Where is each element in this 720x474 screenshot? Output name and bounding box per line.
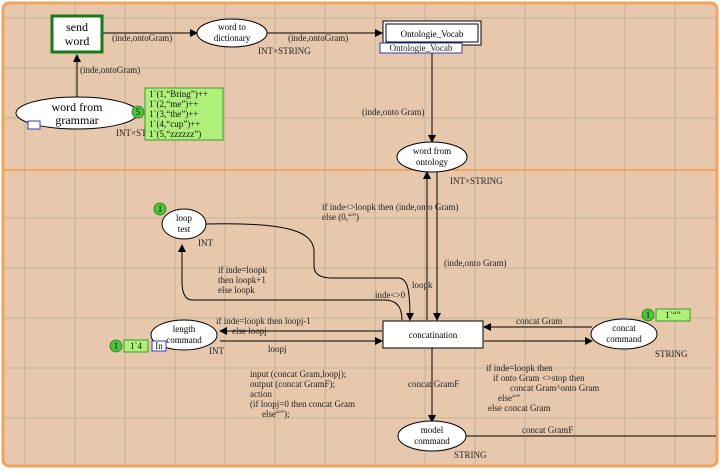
arc-label-dictionary-to-vocab: (inde,ontoGram) — [288, 33, 348, 43]
arc-label-model-out: concat GramF — [522, 425, 573, 435]
arc-label-concat-to-length: if inde=loopk then loopj-1 — [216, 316, 311, 326]
place-word-to-dictionary-line1: word to — [218, 22, 246, 32]
grammar-marking-line: 1`(5,“zzzzzz”) — [149, 129, 201, 139]
transition-ontologie-vocab-label: Ontologie_Vocab — [401, 29, 464, 39]
svg-text:5: 5 — [136, 107, 141, 117]
transition-send-word-line2: word — [65, 34, 90, 48]
subpage-tag — [379, 42, 463, 54]
place-word-from-grammar-line2: grammar — [55, 113, 98, 127]
place-word-to-dictionary-line2: dictionary — [214, 33, 251, 43]
arc-label-looptest-to-concat: loopk — [412, 280, 433, 290]
place-word-from-grammar-line1: word from — [52, 100, 104, 114]
transition-concatination[interactable]: concatination — [382, 320, 484, 349]
place-fusion-tag — [27, 120, 41, 130]
grammar-marking-line: 1`(3,“the”)++ — [149, 109, 198, 119]
code-segment: input (concat Gram,loopj); output (conca… — [250, 369, 355, 419]
arc-label-ontology-to-concat: (inde,onto Gram) — [444, 258, 506, 268]
token-count-concatcmd: 1 — [641, 308, 655, 322]
arc-label-concat-to-looptest: then loopk+1 — [218, 275, 266, 285]
arc-label-concat-to-concatcmd: else“” — [498, 393, 520, 403]
arc-label-concat-to-concatcmd: if inde=loopk then — [486, 363, 553, 373]
svg-text:1`4: 1`4 — [130, 341, 142, 351]
place-loop-test-line1: loop — [176, 213, 193, 223]
place-word-from-ontology[interactable]: word from ontology — [396, 141, 468, 173]
place-length-command-line2: command — [166, 335, 202, 345]
place-concat-command[interactable]: concat command — [590, 318, 658, 350]
grammar-marking-line: 1`(2,“me”)++ — [149, 99, 198, 109]
code-segment-line: (if loopj=0 then concat Gram — [250, 399, 355, 409]
place-model-command-type: STRING — [454, 450, 487, 460]
transition-concatination-label: concatination — [409, 330, 458, 340]
concatcmd-marking: 1`“” — [655, 308, 691, 322]
place-concat-command-line1: concat — [612, 323, 636, 333]
arc-label-concat-to-looptest: if inde=loopk — [218, 265, 267, 275]
place-word-from-ontology-type: INT×STRING — [450, 176, 503, 186]
place-length-command[interactable]: length command — [150, 319, 218, 351]
code-segment-line: input (concat Gram,loopj); — [250, 369, 346, 379]
arc-label-concat-to-ontology: if inde<>loopk then (inde,onto Gram) — [322, 202, 458, 212]
arc-label-vocab-to-ontology: (inde,onto Gram) — [362, 107, 424, 117]
arc-label-concat-to-concatcmd: if onto Gram <>stop then — [493, 373, 585, 383]
place-word-to-dictionary[interactable]: word to dictionary — [196, 18, 268, 48]
arc-label-concatcmd-to-concat: concat Gram — [516, 316, 562, 326]
token-count-looptest: 1 — [153, 202, 167, 216]
grammar-marking-line: 1`(4,“cup”)++ — [149, 119, 200, 129]
length-marking: 1`4 — [123, 339, 149, 353]
place-word-from-grammar[interactable]: word from grammar — [15, 96, 139, 130]
place-word-from-ontology-line1: word from — [413, 146, 451, 156]
place-length-command-line1: length — [173, 324, 196, 334]
place-loop-test-type: INT — [198, 238, 213, 248]
place-model-command-line2: command — [414, 436, 450, 446]
transition-guard: inde<>0 — [375, 290, 406, 300]
transition-ontologie-vocab[interactable]: Ontologie_Vocab — [382, 20, 482, 46]
arc-label-concat-to-ontology: else (0,“”) — [322, 212, 359, 222]
code-segment-line: output (concat GramF); — [250, 379, 335, 389]
code-segment-line: action — [250, 389, 272, 399]
code-segment-line: else“”); — [262, 409, 289, 419]
arc-label-concat-to-length: else loopj — [232, 326, 267, 336]
arc-label-send-to-dictionary: (inde,ontoGram) — [112, 33, 172, 43]
arc-label-concat-to-concatcmd: concat Gram^onto Gram — [510, 383, 599, 393]
place-loop-test[interactable]: loop test — [161, 208, 207, 240]
place-word-from-grammar-type: INT×STRING — [116, 128, 169, 138]
transition-send-word-line1: send — [66, 20, 88, 34]
place-concat-command-type: STRING — [655, 349, 688, 359]
token-count-grammar: 5 — [131, 105, 145, 119]
subpage-tag-text: Ontologie_Vocab — [390, 43, 453, 53]
place-word-to-dictionary-type: INT×STRING — [258, 46, 311, 56]
in-port-tag: In — [151, 340, 167, 352]
arc-concat-to-looptest — [178, 244, 403, 321]
svg-text:In: In — [155, 341, 163, 351]
arc-looptest-to-concat — [205, 223, 414, 321]
place-model-command[interactable]: model command — [397, 420, 467, 452]
arc-label-concat-to-looptest: else loopk — [218, 285, 255, 295]
arc-label-concat-to-concatcmd: else concat Gram — [488, 403, 550, 413]
arc-label-concat-to-model: concat GramF — [408, 379, 459, 389]
svg-text:1`“”: 1`“” — [665, 310, 681, 320]
grammar-marking-line: 1`(1,“Bring”)++ — [149, 89, 208, 99]
transition-send-word[interactable]: send word — [50, 14, 104, 54]
arc-label-length-to-concat: loopj — [268, 344, 287, 354]
place-model-command-line1: model — [421, 425, 444, 435]
arc-label-grammar-to-send: (inde,ontoGram) — [80, 65, 140, 75]
place-word-from-ontology-line2: ontology — [416, 157, 449, 167]
place-length-command-type: INT — [209, 346, 224, 356]
svg-text:1: 1 — [158, 204, 163, 214]
svg-text:1: 1 — [114, 341, 119, 351]
token-count-length: 1 — [109, 339, 123, 353]
svg-text:1: 1 — [646, 310, 651, 320]
place-concat-command-line2: command — [606, 334, 642, 344]
grid-lines — [4, 4, 716, 465]
grammar-marking: 1`(1,“Bring”)++ 1`(2,“me”)++ 1`(3,“the”)… — [144, 87, 224, 141]
place-loop-test-line2: test — [178, 224, 191, 234]
